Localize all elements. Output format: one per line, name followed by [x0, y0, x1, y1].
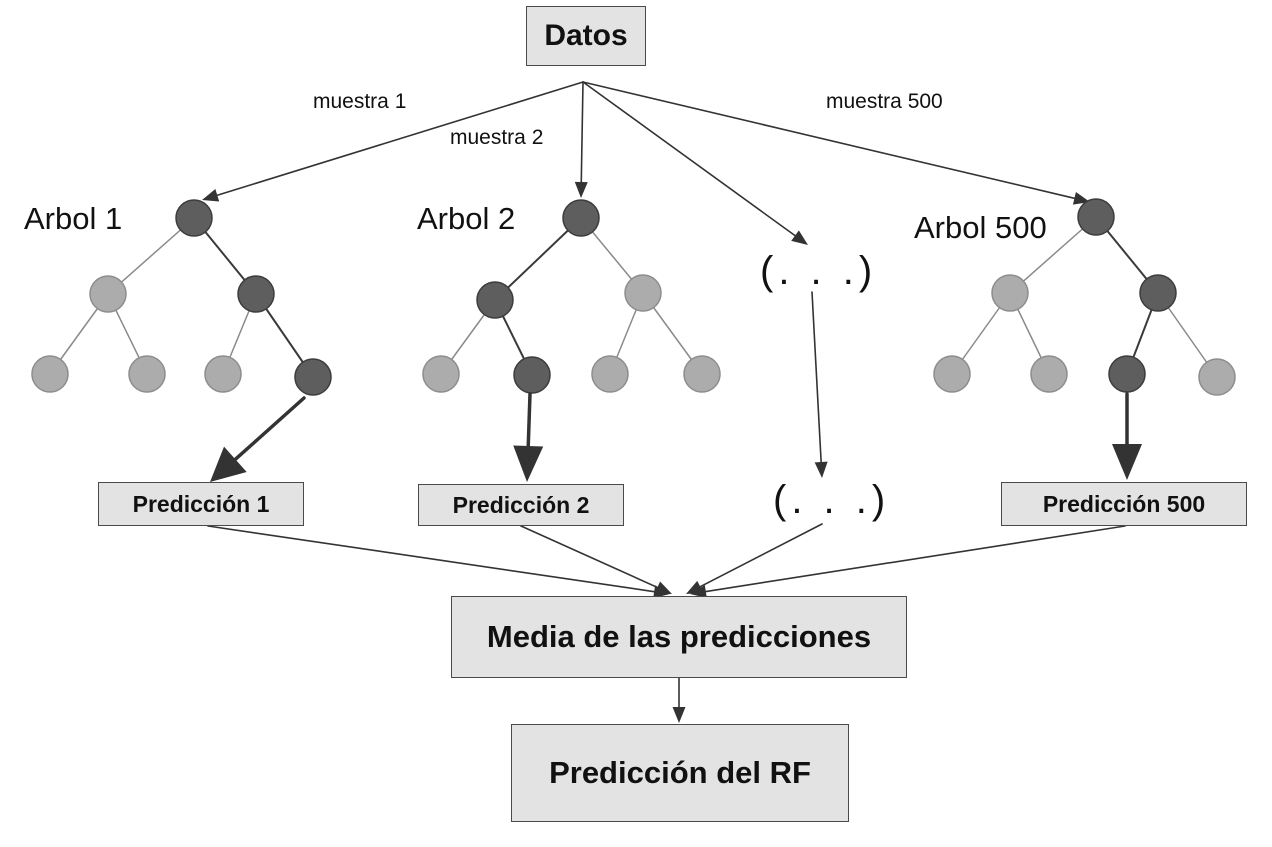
- ellipsis-to-mean-arrow: [699, 523, 823, 588]
- tree-500-node: [991, 274, 1029, 312]
- average-predictions-label: Media de las predicciones: [486, 619, 872, 654]
- tree-500-active-node: [1139, 274, 1177, 312]
- tree-1-title: Arbol 1: [24, 201, 123, 236]
- tree-500-node: [1198, 358, 1236, 396]
- predictions-ellipsis: (. . .): [773, 478, 891, 522]
- tree-2-edge: [494, 217, 582, 301]
- sample-2-arrow: [580, 81, 584, 183]
- tree-2-output-arrow-head: [513, 445, 544, 482]
- tree-2-active-node: [562, 199, 600, 237]
- prediction-500-label: Predicción 500: [1042, 490, 1206, 517]
- sample-ellipsis-arrow-head: [791, 230, 808, 245]
- tree-1-node: [204, 355, 242, 393]
- tree-1-node: [89, 275, 127, 313]
- tree-2-title: Arbol 2: [417, 201, 516, 236]
- prediction-1-box: Predicción 1: [98, 482, 304, 526]
- tree-500-title: Arbol 500: [914, 210, 1047, 245]
- prediction-500-box: Predicción 500: [1001, 482, 1247, 526]
- pred-500-to-mean-arrow-head: [690, 585, 707, 598]
- prediction-2-label: Predicción 2: [452, 491, 590, 518]
- sample-2-arrow-head: [574, 181, 588, 198]
- tree-1-active-node: [175, 199, 213, 237]
- sample-1-arrow: [216, 81, 584, 197]
- pred-500-to-mean-arrow: [705, 525, 1126, 593]
- ellipsis-arrow-head: [814, 461, 828, 478]
- sample-1-arrow-head: [202, 189, 220, 202]
- mean-to-rf-arrow-head: [672, 707, 686, 723]
- sample-2-label: muestra 2: [450, 126, 544, 149]
- sample-1-label: muestra 1: [313, 90, 407, 113]
- tree-2-active-node: [476, 281, 514, 319]
- tree-1-output-arrow-head: [210, 446, 247, 482]
- sample-ellipsis-arrow: [582, 81, 796, 237]
- tree-1-edge: [107, 217, 195, 295]
- pred-2-to-mean-arrow: [520, 525, 659, 589]
- data-box: Datos: [526, 6, 646, 66]
- tree-2-active-node: [513, 356, 551, 394]
- pred-1-to-mean-arrow: [207, 525, 655, 593]
- tree-500-node: [933, 355, 971, 393]
- rf-prediction-box: Predicción del RF: [511, 724, 849, 822]
- tree-1-active-node: [294, 358, 332, 396]
- tree-500-node: [1030, 355, 1068, 393]
- tree-1-node: [31, 355, 69, 393]
- ellipsis-arrow: [811, 291, 822, 463]
- tree-500-active-node: [1077, 198, 1115, 236]
- sample-500-arrow: [582, 81, 1076, 200]
- tree-2-output-arrow: [526, 392, 532, 448]
- sample-500-label: muestra 500: [826, 90, 943, 113]
- average-predictions-box: Media de las predicciones: [451, 596, 907, 678]
- trees-ellipsis: (. . .): [760, 249, 878, 293]
- tree-500-active-node: [1108, 355, 1146, 393]
- tree-1-node: [128, 355, 166, 393]
- prediction-2-box: Predicción 2: [418, 484, 624, 526]
- tree-1-output-arrow: [233, 396, 306, 462]
- tree-500-edge: [1009, 216, 1097, 294]
- data-box-label: Datos: [544, 19, 628, 52]
- rf-prediction-label: Predicción del RF: [549, 755, 811, 790]
- tree-2-node: [683, 355, 721, 393]
- tree-1-active-node: [237, 275, 275, 313]
- tree-2-node: [591, 355, 629, 393]
- tree-2-node: [422, 355, 460, 393]
- pred-2-to-mean-arrow-head: [654, 581, 672, 594]
- tree-500-output-arrow-head: [1112, 444, 1142, 480]
- prediction-1-label: Predicción 1: [132, 490, 270, 517]
- tree-2-node: [624, 274, 662, 312]
